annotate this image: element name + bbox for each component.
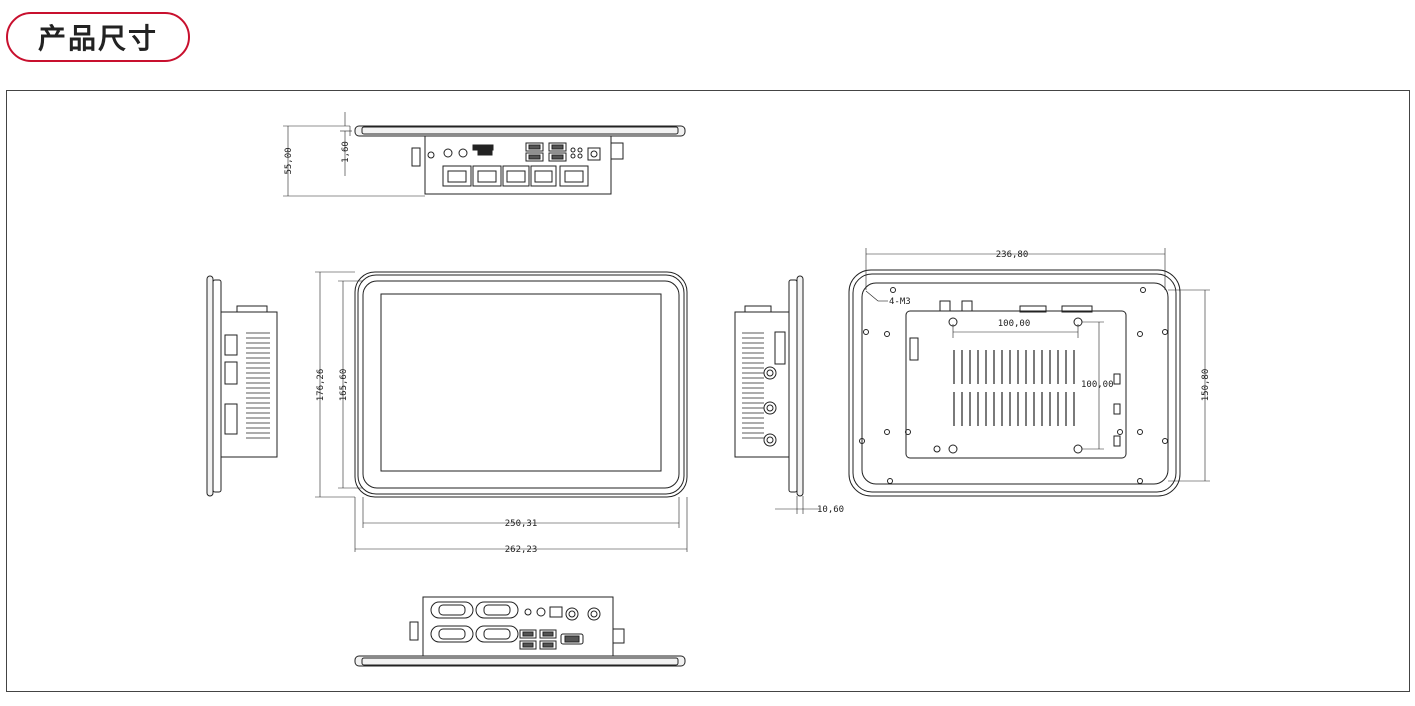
- section-title: 产品尺寸: [37, 22, 158, 55]
- right-side-view: [734, 275, 820, 514]
- section-title-badge: 产品尺寸: [6, 12, 190, 62]
- left-side-view: [206, 275, 278, 497]
- dim-front-bezel: 1,60: [341, 141, 351, 163]
- top-view: [283, 112, 686, 197]
- mount-screws-label: 4-M3: [889, 297, 911, 307]
- dim-back-height: 150,80: [1201, 369, 1211, 402]
- dim-height-outer: 176,26: [316, 369, 326, 402]
- dim-height-inner: 165,60: [339, 369, 349, 402]
- drawing-frame: [6, 90, 1410, 692]
- dim-width-outer: 262,23: [505, 545, 538, 555]
- dim-total-depth: 55,00: [284, 147, 294, 174]
- dim-width-inner: 250,31: [505, 519, 538, 529]
- dim-side-offset: 10,60: [817, 505, 844, 515]
- dim-vesa-vertical: 100,00: [1081, 380, 1114, 390]
- bottom-view: [354, 596, 686, 667]
- back-view: [848, 248, 1210, 497]
- dim-back-width: 236,80: [996, 250, 1029, 260]
- front-view: [315, 271, 688, 552]
- dim-vesa-horizontal: 100,00: [998, 319, 1031, 329]
